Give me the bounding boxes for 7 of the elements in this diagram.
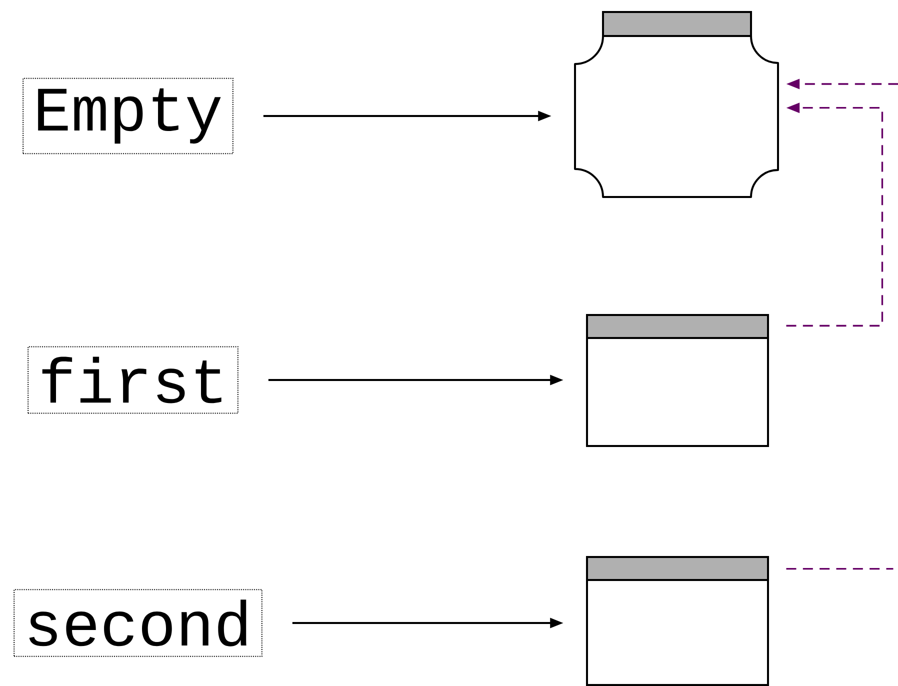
text-box: Empty (22, 78, 234, 154)
text-box: second (14, 589, 262, 657)
arrow (786, 102, 884, 327)
table-box (586, 314, 769, 447)
table-box (574, 11, 779, 198)
text-box: first (28, 346, 238, 414)
table-box (586, 556, 769, 686)
